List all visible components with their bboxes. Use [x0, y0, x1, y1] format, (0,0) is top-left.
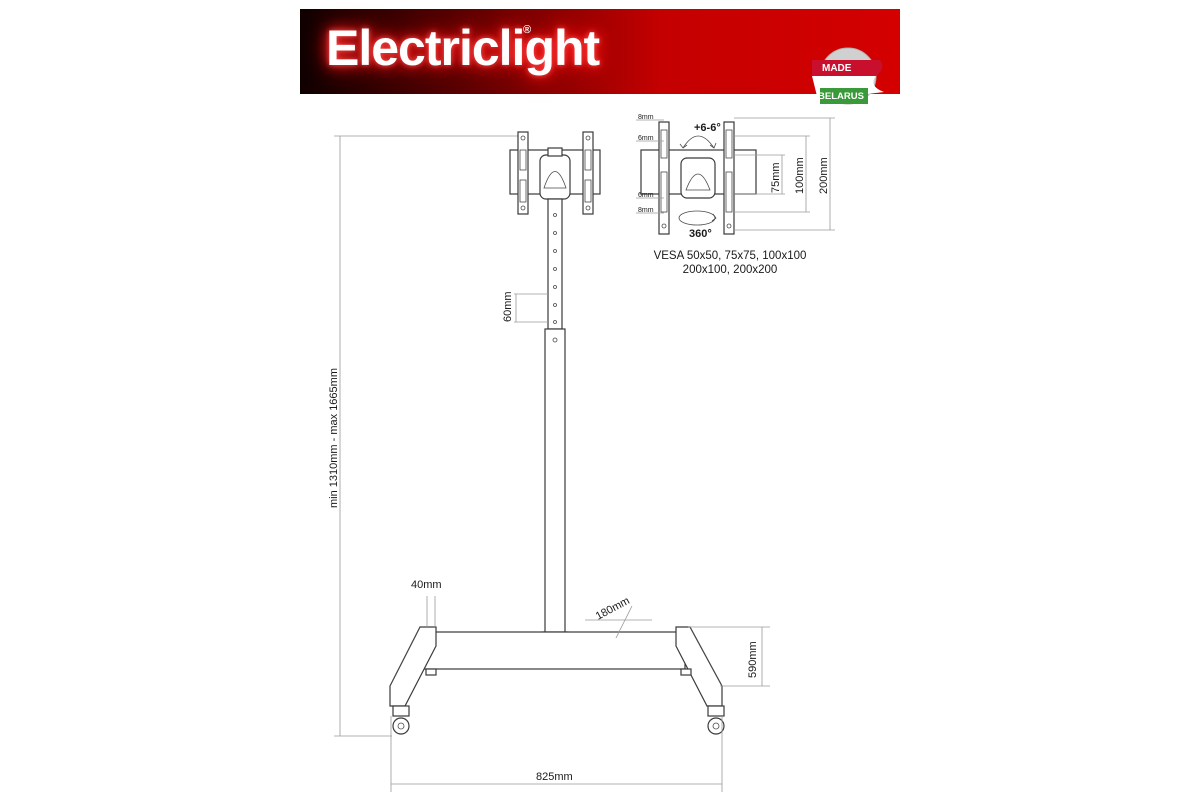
- hole-size-label: 8mm: [638, 114, 654, 121]
- foot-pad: [425, 668, 437, 676]
- badge-green-stripe: [820, 88, 868, 104]
- badge-belarus: BELARUS: [818, 91, 864, 102]
- foot-pad: [680, 668, 692, 676]
- badge-made: MADE: [822, 63, 852, 74]
- column-gap-label: 60mm: [502, 291, 514, 322]
- left-mount-arm: [517, 131, 529, 215]
- lower-column: [544, 328, 566, 636]
- vesa-line-2: 200x100, 200x200: [682, 264, 778, 276]
- hole-size-label: 6mm: [638, 192, 654, 199]
- foot-height-dimension: 40mm: [411, 579, 442, 627]
- stand-column: [541, 198, 569, 645]
- stand-base: [389, 626, 723, 707]
- swivel-arrow: [678, 210, 716, 226]
- vesa-200-label: 200mm: [818, 157, 830, 194]
- hole-size-label: 8mm: [638, 207, 654, 214]
- height-label: min 1310mm - max 1665mm: [328, 368, 340, 508]
- bracket-detail: +6-6° 360° 8mm 6mm 6mm 8mm 75mm 100mm: [636, 114, 835, 240]
- hole-size-label: 6mm: [638, 135, 654, 142]
- vesa-line-1: VESA 50x50, 75x75, 100x100: [653, 250, 807, 262]
- upper-column: [547, 198, 563, 330]
- badge-in: IN: [840, 78, 848, 87]
- swivel-label: 360°: [689, 228, 712, 240]
- vesa-dimension-lines: 75mm 100mm 200mm: [734, 117, 835, 231]
- height-dimension: min 1310mm - max 1665mm: [328, 135, 525, 737]
- made-in-belarus-badge: MADE IN BELARUS: [812, 47, 884, 105]
- tv-mount-bracket: [509, 131, 601, 215]
- base-depth-label: 590mm: [747, 641, 759, 678]
- vesa-compatibility: VESA 50x50, 75x75, 100x100 200x100, 200x…: [630, 249, 830, 277]
- hole-sizes: 8mm 6mm 6mm 8mm: [636, 114, 664, 214]
- vesa-75-label: 75mm: [770, 162, 782, 193]
- vesa-100-label: 100mm: [794, 157, 806, 194]
- mount-center-hub: [539, 154, 571, 200]
- caster-wheel: [707, 705, 725, 735]
- right-mount-arm: [582, 131, 594, 215]
- base-crossbar: [421, 631, 686, 670]
- brand-banner: [300, 9, 900, 94]
- detail-left-arm: [658, 121, 670, 235]
- detail-right-arm: [723, 121, 735, 235]
- badge-red-stripe: [812, 60, 883, 76]
- detail-hub: [680, 157, 716, 199]
- tilt-label: +6-6°: [694, 122, 721, 134]
- base-depth-dimension: 590mm: [688, 626, 770, 687]
- tilt-arrow: [682, 135, 715, 149]
- base-width-dimension: 825mm: [390, 716, 723, 792]
- base-width-label: 825mm: [536, 771, 573, 783]
- brand-logo: Electriclight: [326, 20, 600, 76]
- foot-height-label: 40mm: [411, 579, 442, 591]
- caster-wheel: [392, 705, 410, 735]
- registered-mark: ®: [523, 24, 532, 36]
- column-gap-dimension: 60mm: [502, 291, 548, 323]
